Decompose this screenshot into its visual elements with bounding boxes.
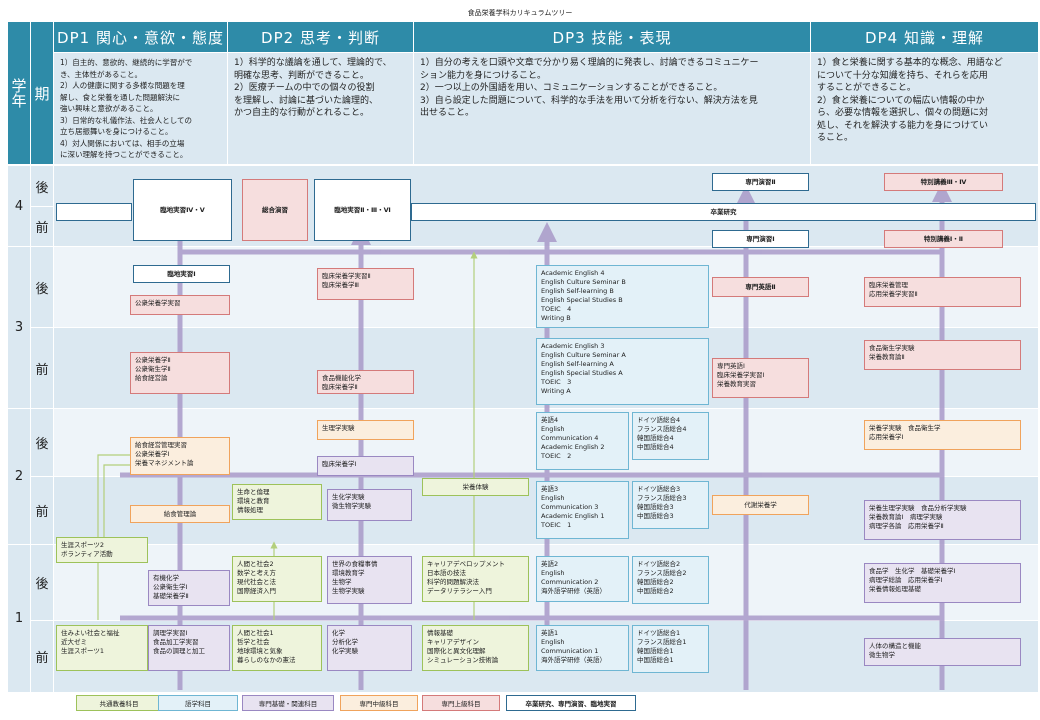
course-shokuhin-gaku: 食品学 生化学 基礎栄養学Ⅰ 病理学総論 応用栄養学Ⅰ 栄養情報処理基礎 xyxy=(864,563,1021,603)
course-doitsu-2: ドイツ語総合2 フランス語総合2 韓国語総合2 中国語総合2 xyxy=(632,556,709,604)
dp3-description: 1）自分の考えを口頭や文章で分かり易く理論的に発表し、討論できるコミュニケー シ… xyxy=(414,53,810,164)
course-eigo-3: 英語3 English Communication 3 Academic Eng… xyxy=(536,481,629,539)
term-column-header: 期 xyxy=(31,22,53,164)
legend-senmon-chukyu: 専門中級科目 xyxy=(340,695,418,711)
term-3-early: 前 xyxy=(31,328,53,408)
course-doitsu-4: ドイツ語総合4 フランス語総合4 韓国語総合4 中国語総合4 xyxy=(632,412,709,460)
course-rinsho-eiyo-jissyu-2: 臨床栄養学実習Ⅱ 臨床栄養学Ⅲ xyxy=(317,268,414,300)
course-shokuhin-eisei-jikken: 食品衛生学実験 栄養教育論Ⅱ xyxy=(864,340,1021,370)
dp3-header: DP3 技能・表現 xyxy=(414,22,810,52)
course-kagaku: 化学 分析化学 化学実験 xyxy=(327,625,412,671)
course-senmon-eigo-1: 専門英語Ⅰ 臨床栄養学実習Ⅰ 栄養教育実習 xyxy=(712,358,809,398)
term-2-early: 前 xyxy=(31,477,53,544)
course-eiyo-jikken: 栄養学実験 食品衛生学 応用栄養学Ⅰ xyxy=(864,420,1021,450)
course-joho-kiso: 情報基礎 キャリアデザイン 国際化と異文化理解 シミュレーション技術論 xyxy=(422,625,529,671)
course-sotsugyo-left xyxy=(56,203,132,221)
course-senmon-enshu-2: 専門演習Ⅱ xyxy=(712,173,809,191)
year-4-label: 4 xyxy=(8,166,30,246)
legend-senmon-kiso: 専門基礎・関連科目 xyxy=(242,695,334,711)
course-kyushoku-keiei-jissyu: 給食経営管理実習 公衆栄養学Ⅰ 栄養マネジメント論 xyxy=(130,437,230,475)
course-rinchi-1: 臨地実習Ⅰ xyxy=(133,265,230,283)
course-rinsho-eiyo-kanri: 臨床栄養管理 応用栄養学実習Ⅱ xyxy=(864,277,1021,307)
dp4-header: DP4 知識・理解 xyxy=(811,22,1038,52)
year-column-header: 学年 xyxy=(8,22,30,164)
legend-gogaku: 語学科目 xyxy=(158,695,238,711)
course-seimei-rinri: 生命と倫理 環境と教育 情報処理 xyxy=(232,484,322,520)
term-1-early: 前 xyxy=(31,621,53,692)
course-ningen-shakai-1: 人間と社会1 哲学と社会 地球環境と気象 暮らしのなかの憲法 xyxy=(232,625,322,671)
course-eiyo-taiken: 栄養体験 xyxy=(422,478,529,496)
course-shokuhin-kino: 食品機能化学 臨床栄養学Ⅱ xyxy=(317,370,414,394)
dp2-description: 1）科学的な議論を通して、理論的で、 明確な思考、判断ができること。 2）医療チ… xyxy=(228,53,413,164)
term-4-late: 後 xyxy=(31,166,53,206)
course-english-3-late: Academic English 4 English Culture Semin… xyxy=(536,265,709,328)
course-sotsugyo-kenkyu: 卒業研究 xyxy=(411,203,1036,221)
course-sekai-shokuryo: 世界の食糧事情 環境教育学 生物学 生物学実験 xyxy=(327,556,412,604)
course-doitsu-3: ドイツ語総合3 フランス語総合3 韓国語総合3 中国語総合3 xyxy=(632,481,709,529)
term-2-late: 後 xyxy=(31,409,53,476)
course-koshu-eiyo-jissyu: 公衆栄養学実習 xyxy=(130,295,230,315)
year-1-label: 1 xyxy=(8,545,30,692)
dp4-description: 1）食と栄養に関する基本的な概念、用語など について十分な知識を持ち、それらを応… xyxy=(811,53,1038,164)
course-seiri-jikken: 生理学実験 xyxy=(317,420,414,440)
course-jintai-kozo: 人体の構造と機能 微生物学 xyxy=(864,638,1021,666)
course-ningen-shakai-2: 人間と社会2 数学と考え方 現代社会と法 国際経済入門 xyxy=(232,556,322,602)
course-senmon-eigo-2: 専門英語Ⅱ xyxy=(712,277,809,297)
page-title: 食品栄養学科カリキュラムツリー xyxy=(467,9,573,17)
course-rinchi-2-3-6: 臨地実習Ⅱ・Ⅲ・Ⅵ xyxy=(314,179,411,241)
term-4-early: 前 xyxy=(31,207,53,246)
course-chori-jissyu: 調理学実習Ⅰ 食品加工学実習 食品の調理と加工 xyxy=(148,625,230,671)
year-header-label: 学年 xyxy=(9,78,28,108)
course-doitsu-1: ドイツ語総合1 フランス語総合1 韓国語総合1 中国語総合1 xyxy=(632,625,709,673)
term-header-label: 期 xyxy=(34,84,50,103)
course-eigo-2: 英語2 English Communication 2 海外語学研修（英語） xyxy=(536,556,629,602)
course-english-3-early: Academic English 3 English Culture Semin… xyxy=(536,338,709,405)
course-yuki-kagaku: 有機化学 公衆衛生学Ⅰ 基礎栄養学Ⅱ xyxy=(148,570,230,606)
course-taisha-eiyo: 代謝栄養学 xyxy=(712,495,809,515)
legend-sotsugyo-kenkyu: 卒業研究、専門演習、臨地実習 xyxy=(506,695,636,711)
year-2-label: 2 xyxy=(8,409,30,544)
course-eigo-4: 英語4 English Communication 4 Academic Eng… xyxy=(536,412,629,470)
course-sogo-enshu: 総合演習 xyxy=(242,179,308,241)
dp1-header: DP1 関心・意欲・態度 xyxy=(54,22,227,52)
course-shogai-sports-2: 生涯スポーツ2 ボランティア活動 xyxy=(56,537,148,563)
course-career-development: キャリアデベロップメント 日本語の技法 科学的問題解決法 データリテラシー入門 xyxy=(422,556,529,602)
course-tokubetsu-3-4: 特別講義Ⅲ・Ⅳ xyxy=(884,173,1003,191)
course-senmon-enshu-1: 専門演習Ⅰ xyxy=(712,230,809,248)
legend-kyotsu-kyoyo: 共通教養科目 xyxy=(76,695,162,711)
course-rinchi-4-5: 臨地実習Ⅳ・Ⅴ xyxy=(133,179,232,241)
course-rinsho-eiyo-1: 臨床栄養学Ⅰ xyxy=(317,456,414,476)
course-tokubetsu-1-2: 特別講義Ⅰ・Ⅱ xyxy=(884,230,1003,248)
year-3-label: 3 xyxy=(8,247,30,408)
dp1-description: 1）自主的、意欲的、継続的に学習がで き、主体性があること。 2）人の健康に関す… xyxy=(54,53,227,164)
legend-senmon-jokyu: 専門上級科目 xyxy=(422,695,500,711)
course-eigo-1: 英語1 English Communication 1 海外語学研修（英語） xyxy=(536,625,629,671)
dp2-header: DP2 思考・判断 xyxy=(228,22,413,52)
term-3-late: 後 xyxy=(31,247,53,327)
course-eiyo-seiri-jikken: 栄養生理学実験 食品分析学実験 栄養教育論Ⅰ 病理学実験 病理学各論 応用栄養学… xyxy=(864,500,1021,540)
term-1-late: 後 xyxy=(31,545,53,620)
course-sumiyoi-shakai: 住みよい社会と福祉 近大ゼミ 生涯スポーツ1 xyxy=(56,625,148,671)
course-seikagaku-jikken: 生化学実験 微生物学実験 xyxy=(327,489,412,521)
course-koshu-eiyo-2: 公衆栄養学Ⅱ 公衆衛生学Ⅱ 給食経営論 xyxy=(130,352,230,394)
course-kyushoku-kanri: 給食管理論 xyxy=(130,505,230,523)
